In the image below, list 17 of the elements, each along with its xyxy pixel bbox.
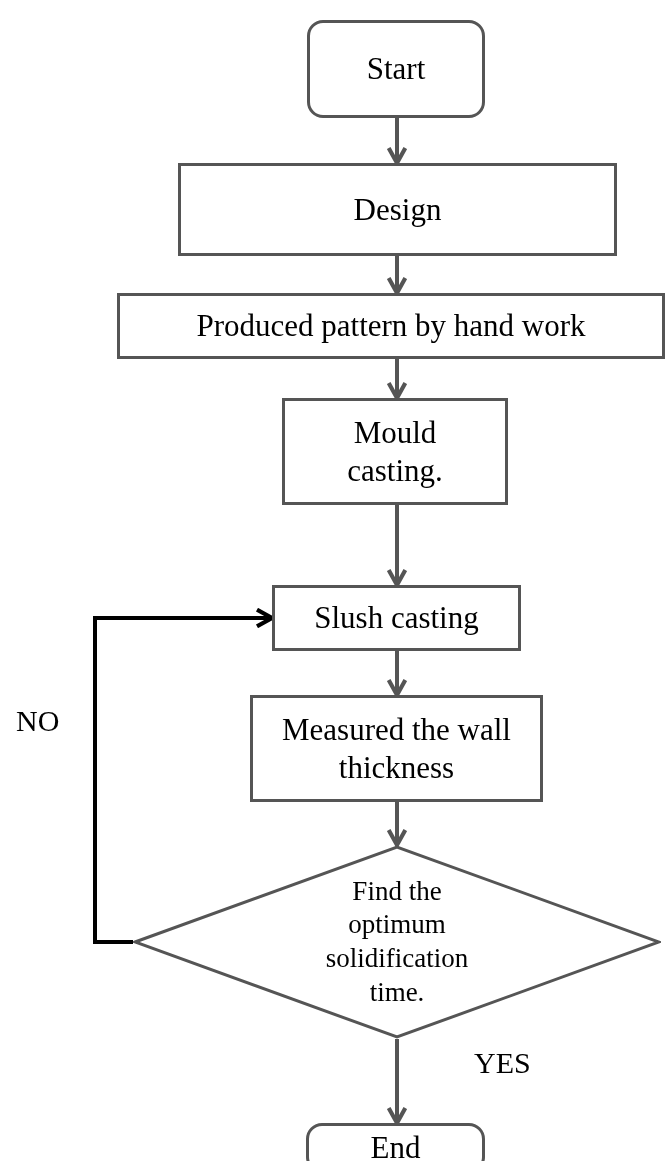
decision-diamond	[133, 845, 661, 1039]
terminal-box	[306, 1123, 485, 1161]
node-label: Mould casting.	[346, 414, 444, 489]
process-box	[272, 585, 521, 651]
node-label: Measured the wall thickness	[281, 711, 512, 786]
process-box	[178, 163, 617, 256]
arrow	[386, 802, 408, 848]
node-label: Start	[366, 50, 426, 88]
node-label: Produced pattern by hand work	[196, 307, 586, 345]
process-box	[282, 398, 508, 505]
node-label: Slush casting	[314, 599, 479, 637]
node-label: Find the optimum solidification time.	[324, 874, 470, 1009]
process-box	[250, 695, 543, 802]
terminal-box	[307, 20, 485, 118]
node-label: End	[370, 1129, 421, 1161]
node-label: Design	[353, 190, 442, 229]
process-box	[117, 293, 665, 359]
